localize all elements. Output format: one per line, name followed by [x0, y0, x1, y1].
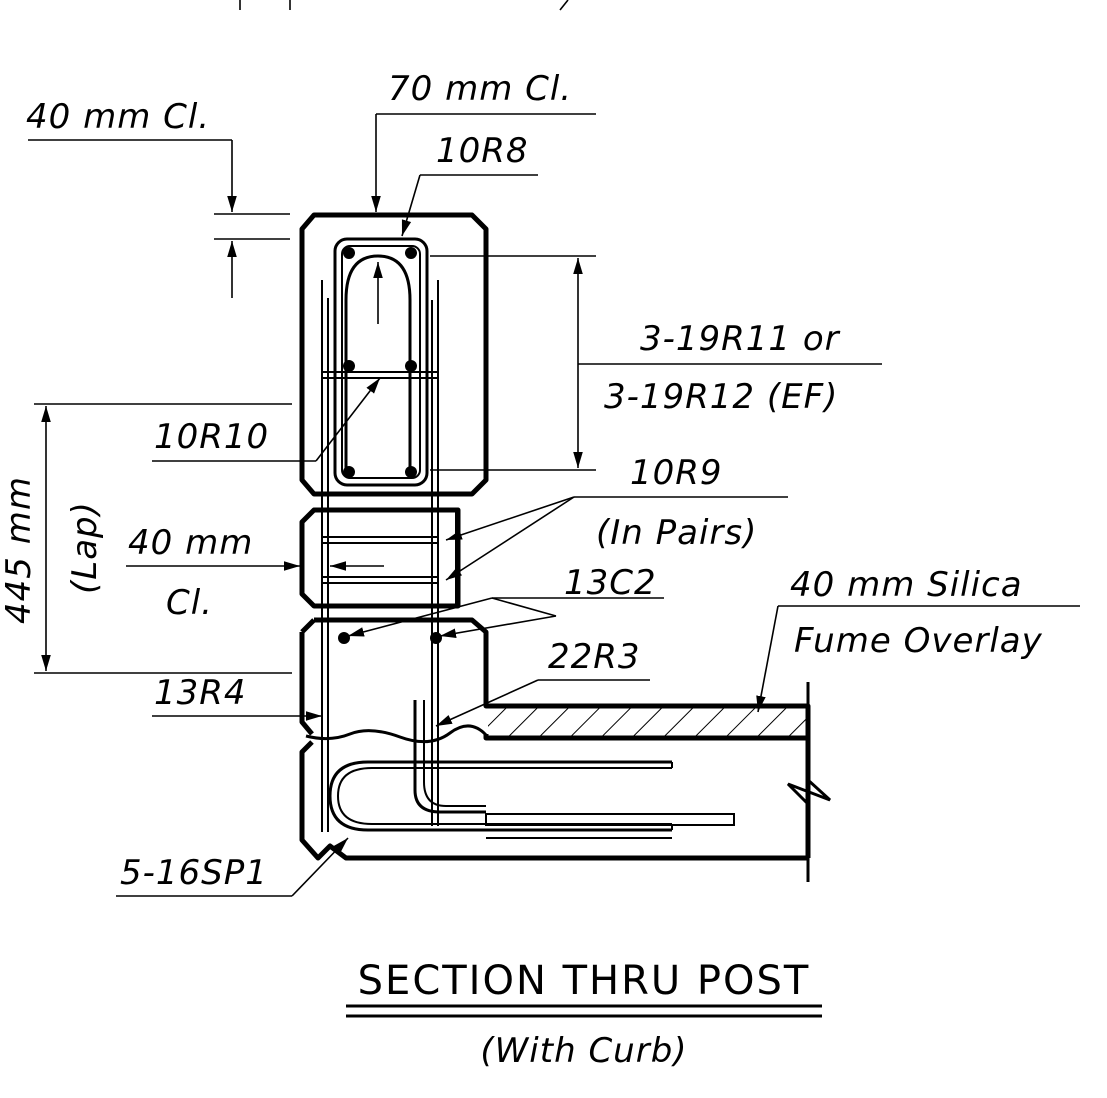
post-top-block — [299, 212, 489, 497]
label-bar-5-16sp1: 5-16SP1 — [120, 853, 268, 893]
label-bar-3-19r12: 3-19R12 (EF) — [604, 377, 838, 417]
top-cropped-leaders — [239, 0, 569, 11]
label-bar-10r8: 10R8 — [436, 131, 529, 171]
label-cover-top: 70 mm Cl. — [388, 69, 572, 109]
label-cover-side-40: 40 mm — [128, 523, 253, 563]
label-lap-445: 445 mm — [0, 476, 39, 624]
label-lap: (Lap) — [65, 501, 105, 594]
label-cover-side-cl: Cl. — [166, 583, 213, 623]
bar-10r8-stirrup — [333, 237, 429, 487]
curb-block — [314, 617, 811, 741]
title-block: SECTION THRU POST (With Curb) — [346, 958, 822, 1071]
silica-overlay — [488, 708, 806, 736]
label-bar-22r3: 22R3 — [548, 637, 641, 677]
reinforcement — [321, 237, 735, 839]
bar-5-16sp1 — [328, 760, 672, 832]
post-mid-block — [299, 507, 461, 609]
label-bar-10r10: 10R10 — [154, 417, 269, 457]
label-bar-10r9: 10R9 — [630, 453, 723, 493]
label-bar-13r4: 13R4 — [154, 673, 247, 713]
label-silica-line1: 40 mm Silica — [790, 565, 1023, 605]
dimension-lines — [28, 113, 1080, 897]
construction-joint — [305, 724, 488, 744]
drawing-subtitle: (With Curb) — [480, 1031, 687, 1071]
label-bar-13c2: 13C2 — [564, 563, 657, 603]
drawing-title: SECTION THRU POST — [358, 958, 811, 1004]
label-in-pairs: (In Pairs) — [596, 513, 757, 553]
labels: 40 mm Cl. 70 mm Cl. 10R8 3-19R11 or 3-19… — [0, 69, 1043, 893]
slab-break-line — [786, 682, 832, 882]
label-bar-3-19r11: 3-19R11 or — [640, 319, 841, 359]
bar-10r10-hairpin — [344, 254, 412, 470]
label-silica-line2: Fume Overlay — [794, 621, 1043, 661]
label-cover-top-left: 40 mm Cl. — [26, 97, 210, 137]
